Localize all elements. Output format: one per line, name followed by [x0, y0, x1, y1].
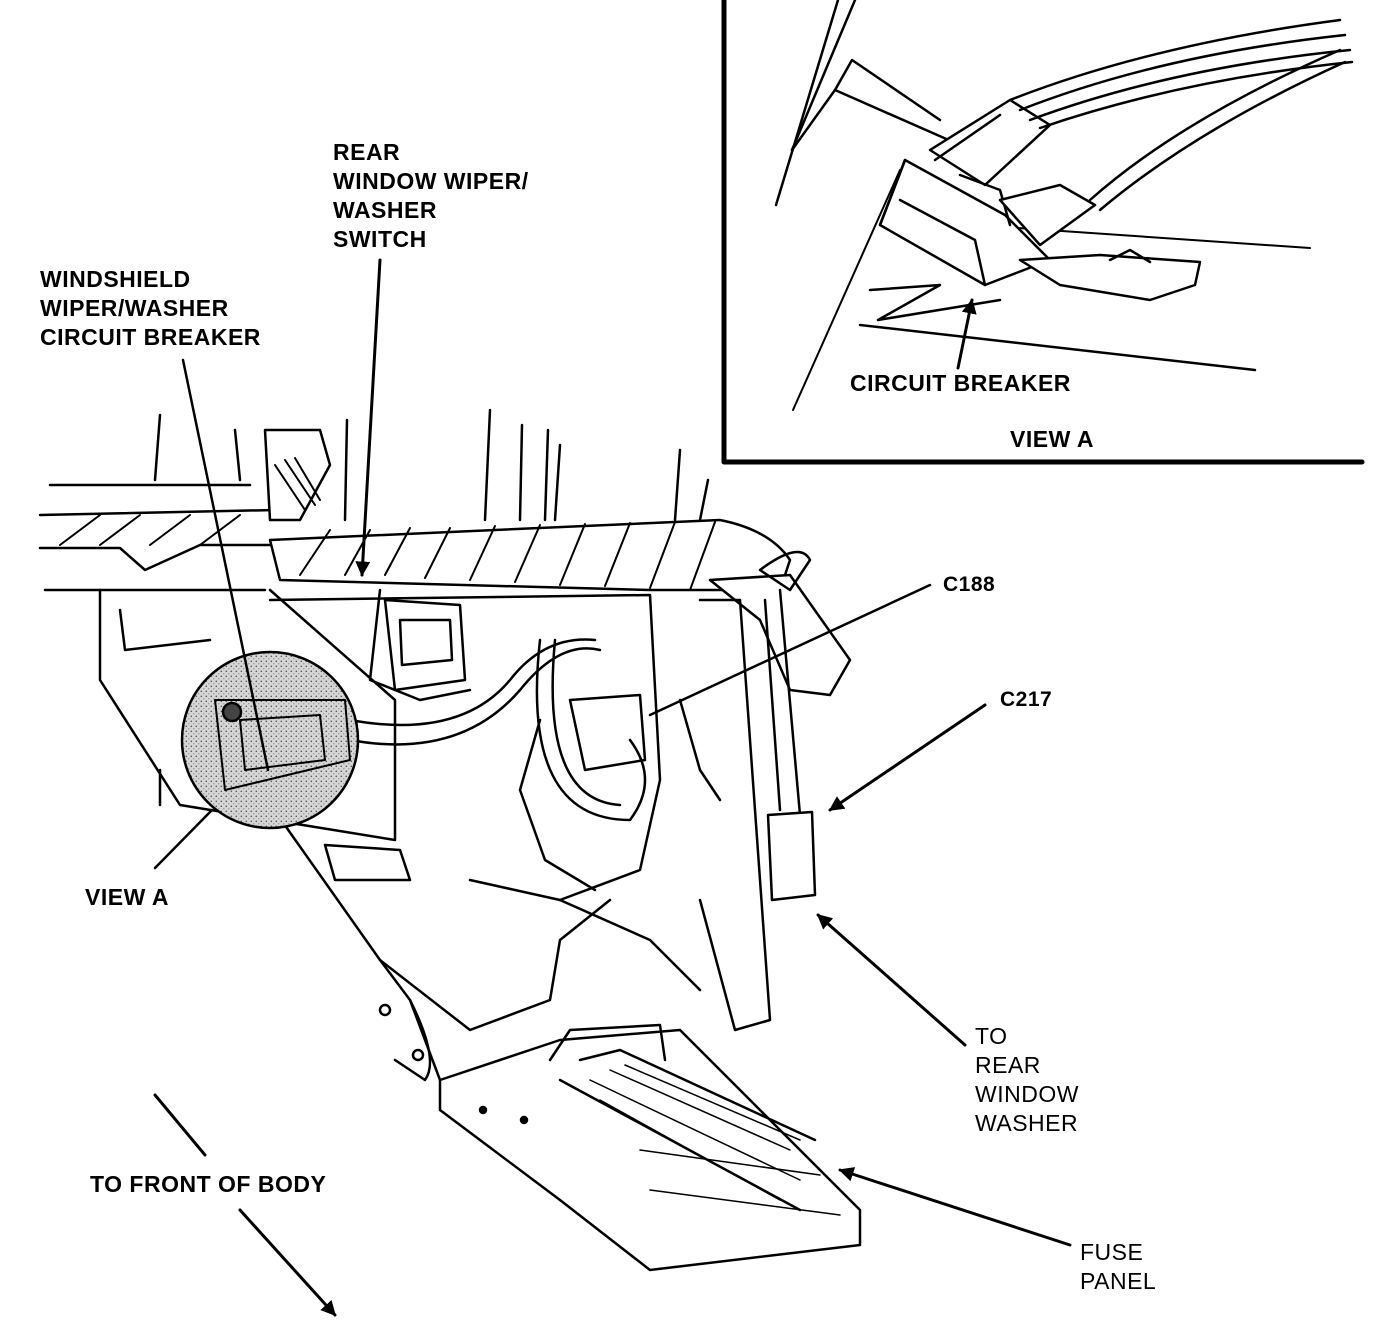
label-line: WIPER/WASHER	[40, 295, 229, 321]
label-line: PANEL	[1080, 1268, 1157, 1294]
label-line: WINDOW	[975, 1081, 1079, 1107]
label-rear-window-wiper-washer-switch: REAR WINDOW WIPER/ WASHER SWITCH	[333, 138, 529, 254]
label-line: CIRCUIT BREAKER	[40, 324, 261, 350]
label-line: FUSE	[1080, 1239, 1144, 1265]
label-view-a-main: VIEW A	[85, 884, 169, 910]
label-windshield-circuit-breaker: WINDSHIELD WIPER/WASHER CIRCUIT BREAKER	[40, 265, 261, 352]
label-view-a-inset: VIEW A	[1010, 426, 1094, 452]
label-to-rear-window-washer: TO REAR WINDOW WASHER	[975, 1022, 1079, 1138]
label-c217: C217	[1000, 688, 1053, 711]
label-line: WASHER	[333, 197, 437, 223]
label-line: WASHER	[975, 1110, 1079, 1136]
label-line: SWITCH	[333, 226, 427, 252]
label-to-front-of-body: TO FRONT OF BODY	[90, 1171, 327, 1197]
instrument-panel-assembly	[38, 408, 862, 1272]
label-line: WINDOW WIPER/	[333, 168, 529, 194]
label-c188: C188	[943, 573, 996, 596]
label-circuit-breaker: CIRCUIT BREAKER	[850, 370, 1071, 396]
inset-view-a	[721, 0, 1365, 465]
label-line: WINDSHIELD	[40, 266, 191, 292]
leader-lines	[153, 258, 1072, 1317]
view-a-highlight	[180, 650, 360, 830]
label-line: REAR	[333, 139, 401, 165]
label-line: REAR	[975, 1052, 1041, 1078]
label-fuse-panel: FUSE PANEL	[1080, 1238, 1156, 1296]
label-line: TO	[975, 1023, 1008, 1049]
